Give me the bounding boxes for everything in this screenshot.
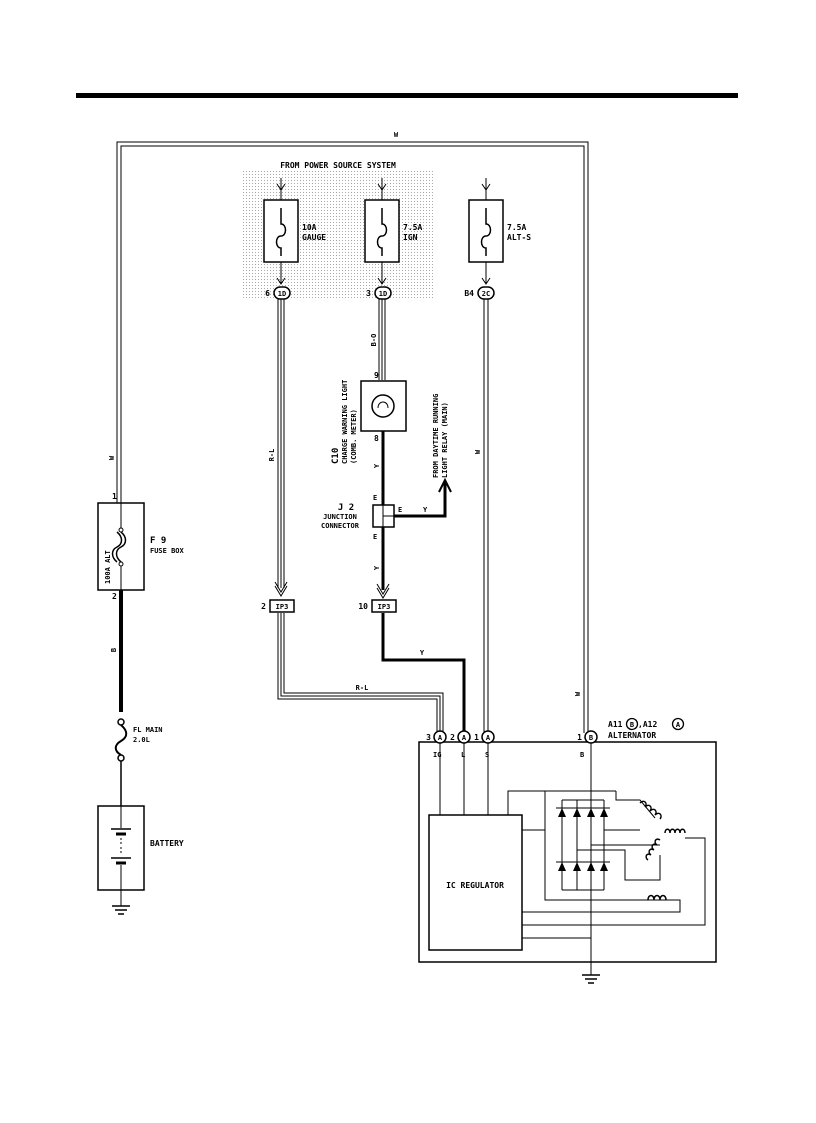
battery-label: BATTERY	[150, 839, 184, 848]
fuse-box-id: F 9	[150, 536, 166, 546]
alternator-b-conn-circle	[625, 717, 639, 731]
alternator-name: ALTERNATOR	[608, 731, 656, 740]
alternator-a-conn-circle	[671, 717, 685, 731]
wire-y	[376, 431, 466, 733]
wire-rl-label-vertical: R-L	[268, 449, 276, 462]
wire-rl	[274, 299, 444, 733]
wire-b	[114, 590, 128, 806]
wire-y-label-1: Y	[373, 463, 381, 468]
alt-terminal-ig-term: IG	[433, 751, 441, 759]
wire-bo	[378, 299, 386, 380]
alternator-a-conn: A	[676, 721, 681, 729]
alt-terminal-ig-num: 3	[426, 733, 431, 742]
wire-w-label-left: W	[108, 455, 116, 460]
battery	[97, 805, 145, 915]
wire-w-label-top: W	[394, 131, 399, 139]
fuse-ign-name: IGN	[403, 233, 418, 242]
connector-1d-gauge-pin: 6	[265, 289, 270, 298]
wire-b-label: B	[110, 648, 118, 652]
fuse-alts	[468, 178, 504, 285]
alt-terminal-b: B	[584, 730, 598, 744]
fuse-box-pin-top: 1	[112, 492, 117, 501]
daytime-line2: LIGHT RELAY (MAIN)	[441, 402, 449, 478]
wire-y-label-3: Y	[423, 506, 428, 514]
fl-main-line2: 2.0L	[133, 736, 150, 744]
connector-ip3-left: IP3	[269, 599, 295, 613]
wire-w	[116, 141, 589, 733]
wire-alts-label: W	[474, 449, 482, 454]
alt-terminal-b-num: 1	[577, 733, 582, 742]
warning-light-line1: CHARGE WARNING LIGHT	[341, 380, 349, 464]
warning-light-line2: (COMB. METER)	[350, 409, 358, 464]
daytime-line1: FROM DAYTIME RUNNING	[432, 394, 440, 478]
connector-1d-gauge: 1D	[273, 286, 291, 300]
connector-ip3-right-pin: 10	[358, 602, 368, 611]
alt-terminal-ig: A	[433, 730, 447, 744]
fuse-box-fuse-label: 100A ALT	[104, 550, 112, 584]
fuse-gauge-amps: 10A	[302, 223, 317, 232]
wire-w-label-right: W	[574, 691, 582, 696]
connector-ip3-right-id: IP3	[378, 603, 391, 611]
connector-ip3-left-id: IP3	[276, 603, 289, 611]
warning-light-pin-top: 9	[374, 371, 379, 380]
connector-ip3-right: IP3	[371, 599, 397, 613]
connector-1d-gauge-id: 1D	[278, 290, 286, 298]
connector-2c-alts-id: 2C	[482, 290, 490, 298]
wire-bo-label: B-O	[370, 334, 378, 347]
junction-pin-right: E	[398, 506, 402, 514]
alt-terminal-l-term: L	[461, 751, 465, 759]
fuse-box-pin-bottom: 2	[112, 592, 117, 601]
wire-y-label-4: Y	[420, 649, 425, 657]
warning-light-id: C10	[331, 448, 341, 464]
alt-terminal-l-conn: A	[462, 734, 467, 742]
fuse-ign	[364, 178, 400, 285]
alternator-id-a11: A11	[608, 720, 623, 729]
junction-pin-bottom: E	[373, 533, 377, 541]
connector-1d-ign-pin: 3	[366, 289, 371, 298]
junction-line2: CONNECTOR	[321, 522, 360, 530]
alt-terminal-b-term: B	[580, 751, 584, 759]
fuse-gauge	[263, 178, 299, 285]
fuse-alts-name: ALT-S	[507, 233, 531, 242]
connector-1d-ign: 1D	[374, 286, 392, 300]
junction-line1: JUNCTION	[323, 513, 357, 521]
wire-alts	[483, 299, 489, 733]
connector-2c-alts: 2C	[477, 286, 495, 300]
connector-ip3-left-pin: 2	[261, 602, 266, 611]
wire-rl-label-horizontal: R-L	[356, 684, 369, 692]
alt-terminal-s: A	[481, 730, 495, 744]
junction-id: J 2	[338, 503, 354, 513]
fuse-alts-amps: 7.5A	[507, 223, 526, 232]
alt-terminal-s-term: S	[485, 751, 489, 759]
connector-2c-alts-pin: B4	[464, 289, 474, 298]
fuse-ign-amps: 7.5A	[403, 223, 422, 232]
alternator-id-a12: ,A12	[638, 720, 657, 729]
fuse-gauge-name: GAUGE	[302, 233, 326, 242]
alternator-b-conn: B	[630, 721, 634, 729]
fl-main-line1: FL MAIN	[133, 726, 163, 734]
ic-regulator-label: IC REGULATOR	[446, 881, 504, 890]
junction-pin-top: E	[373, 494, 377, 502]
wire-y-label-2: Y	[373, 565, 381, 570]
fuse-box	[97, 502, 145, 591]
alt-terminal-s-num: 1	[474, 733, 479, 742]
power-source-label: FROM POWER SOURCE SYSTEM	[280, 161, 396, 170]
junction-connector	[372, 504, 395, 528]
fuse-box-name: FUSE BOX	[150, 547, 185, 555]
header-rule	[76, 93, 738, 98]
connector-1d-ign-id: 1D	[379, 290, 387, 298]
alt-terminal-b-conn: B	[589, 734, 593, 742]
alt-terminal-l: A	[457, 730, 471, 744]
charge-warning-light	[360, 380, 407, 432]
alt-terminal-s-conn: A	[486, 734, 491, 742]
alt-terminal-ig-conn: A	[438, 734, 443, 742]
alt-terminal-l-num: 2	[450, 733, 455, 742]
alternator	[418, 741, 717, 984]
warning-light-pin-bottom: 8	[374, 434, 379, 443]
